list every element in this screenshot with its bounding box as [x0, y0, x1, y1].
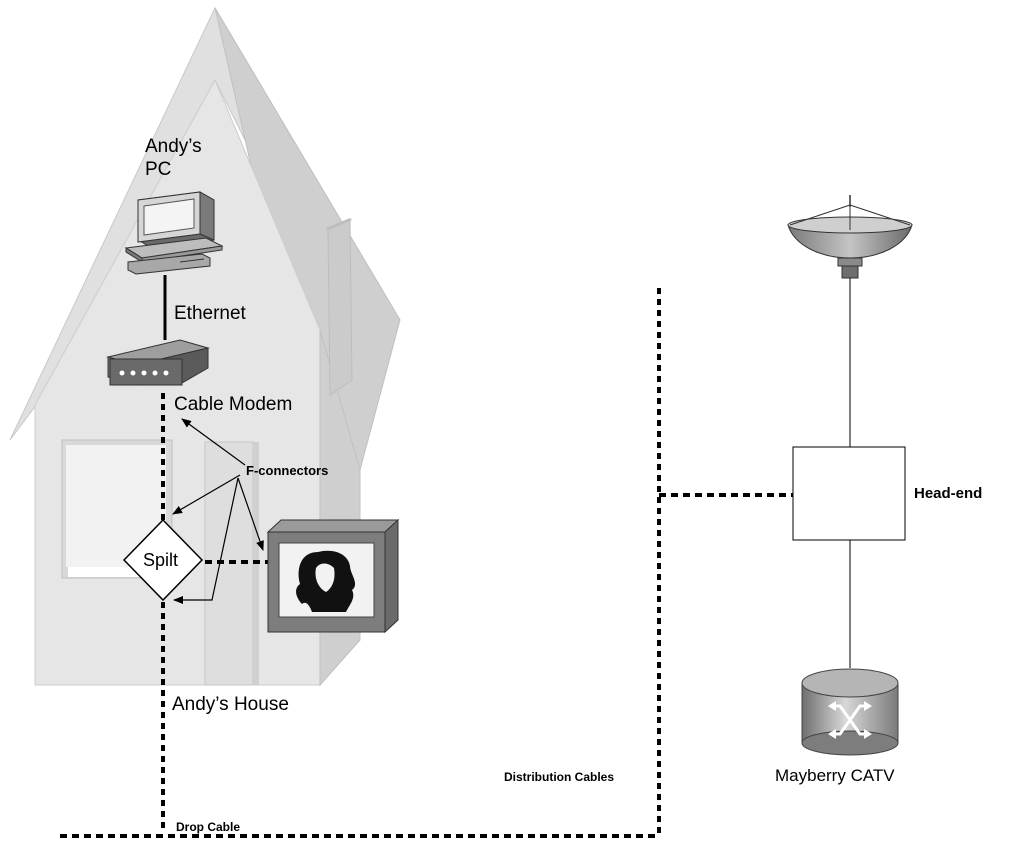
- splitter-icon: [122, 518, 204, 602]
- pc-label: Andy’s PC: [145, 135, 202, 181]
- head-end-label: Head-end: [914, 485, 983, 502]
- pc-icon: [124, 191, 224, 275]
- house-chimney: [327, 219, 353, 396]
- distribution-cables-label: Distribution Cables: [504, 770, 615, 784]
- tv-icon: [266, 518, 400, 634]
- cable-modem-label: Cable Modem: [174, 394, 293, 415]
- pc-label-line1: Andy’s: [145, 136, 202, 157]
- drop-cable-label: Drop Cable: [176, 820, 241, 834]
- house-label: Andy’s House: [172, 694, 289, 715]
- f-connectors-label: F-connectors: [246, 463, 329, 478]
- catv-router-icon: [801, 668, 899, 756]
- splitter-label: Spilt: [143, 550, 179, 570]
- ethernet-label: Ethernet: [174, 303, 246, 324]
- cable-modem-icon: [106, 339, 210, 386]
- catv-label: Mayberry CATV: [775, 766, 895, 785]
- pc-label-line2: PC: [145, 159, 172, 180]
- satellite-dish-icon: [787, 195, 913, 279]
- f-connector-arrows: [172, 418, 264, 604]
- head-end-box: [792, 446, 906, 541]
